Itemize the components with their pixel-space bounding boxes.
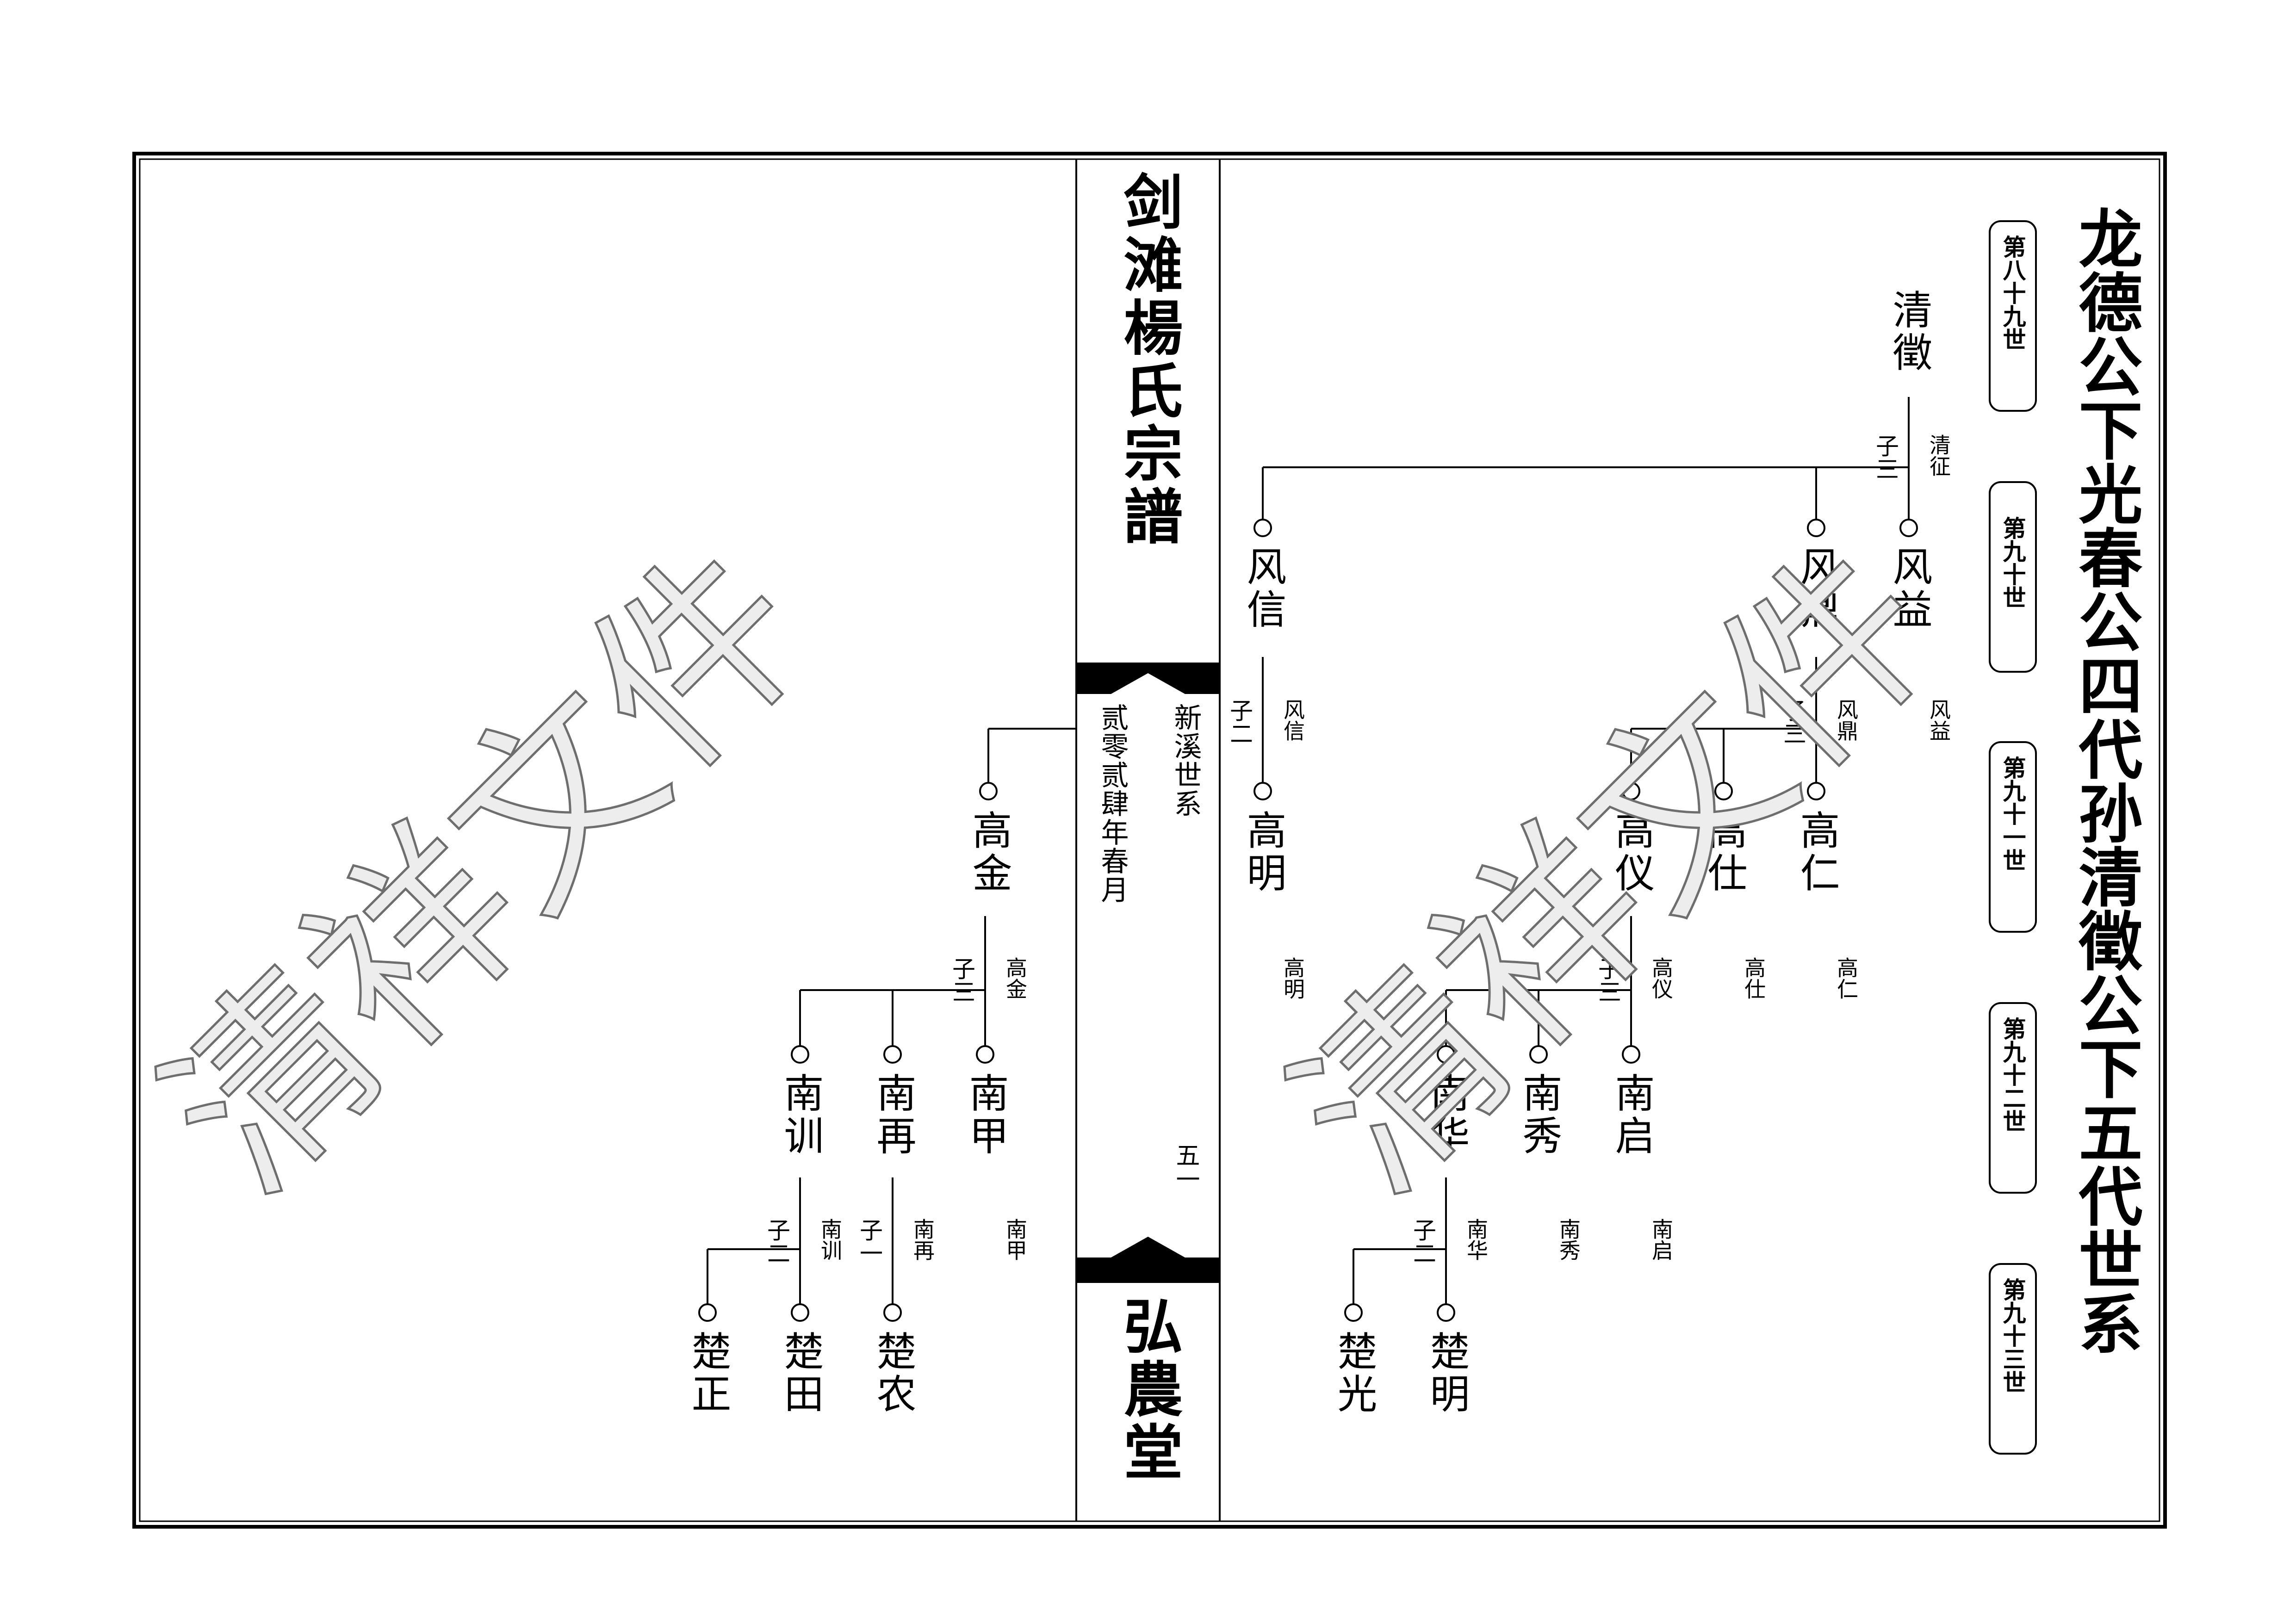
generation-label: 第八十九世: [1999, 235, 2027, 351]
hall-name: 弘農堂: [1113, 1295, 1183, 1484]
person-names: 清徵 风益 风鼎 风信 高仁 高仕 高仪 高明 高金 南启 南秀 南华 南甲 南…: [684, 289, 1932, 1416]
child-count: 子三: [949, 957, 975, 1003]
person-name: 楚正: [684, 1331, 731, 1416]
page-heading: 龙德公下光春公四代孙清徵公下五代世系: [2068, 206, 2143, 1355]
person-name: 楚光: [1330, 1331, 1377, 1416]
name-annotation: 风信: [1280, 699, 1305, 741]
person-name: 南华: [1423, 1072, 1469, 1158]
spine: [1075, 159, 1221, 1521]
name-annotation: 风鼎: [1834, 699, 1859, 741]
person-name: 楚田: [777, 1331, 823, 1416]
outer-border: [132, 152, 2167, 1529]
name-annotation: 高仁: [1834, 957, 1859, 999]
name-annotation: 南训: [818, 1218, 843, 1261]
person-name: 南启: [1608, 1072, 1654, 1158]
watermark-left: 清祥文件: [122, 506, 851, 1235]
inner-border: [139, 158, 2160, 1522]
child-count: 子三: [1872, 434, 1899, 480]
person-name: 南训: [777, 1072, 823, 1158]
book-title: 剑滩楊氏宗譜: [1113, 171, 1183, 549]
person-name: 楚明: [1423, 1331, 1469, 1416]
generation-label: 第九十二世: [1999, 1017, 2027, 1133]
tree-lines: [707, 397, 1910, 1305]
watermark-text: 清祥文件: [124, 508, 850, 1234]
name-annotations: 清征 风益 风鼎 风信 高仁 高仕 高仪 高明 高金 南启 南秀 南华 南甲 南…: [818, 434, 1951, 1261]
person-nodes: [698, 519, 1918, 1322]
person-name: 风信: [1240, 546, 1286, 631]
person-name: 风益: [1886, 546, 1932, 631]
child-count: 子二: [1409, 1218, 1436, 1264]
generation-label: 第九十三世: [1999, 1278, 2027, 1394]
name-annotation: 南启: [1649, 1218, 1674, 1261]
person-name: 高明: [1240, 810, 1286, 895]
branch-label: 新溪世系: [1169, 703, 1202, 818]
person-name: 高仁: [1793, 810, 1839, 895]
generation-label: 第九十一世: [1999, 756, 2027, 872]
child-count: 子三: [1595, 957, 1621, 1003]
child-count: 子三: [1780, 699, 1806, 745]
child-count: 子一: [856, 1218, 883, 1264]
person-name: 南秀: [1515, 1072, 1562, 1158]
name-annotation: 南甲: [1003, 1218, 1028, 1261]
person-name: 南再: [869, 1072, 916, 1158]
child-count: 子二: [1226, 699, 1253, 745]
name-annotation: 高金: [1003, 957, 1028, 999]
name-annotation: 南秀: [1556, 1218, 1581, 1261]
person-name: 风鼎: [1793, 546, 1839, 631]
fishtail-bottom: [1076, 1237, 1220, 1283]
fishtail-top: [1076, 663, 1220, 694]
page-number: 五一: [1172, 1143, 1199, 1191]
name-annotation: 南再: [910, 1218, 935, 1261]
child-count: 子二: [763, 1218, 790, 1264]
person-name: 高金: [965, 810, 1011, 895]
name-annotation: 高仪: [1649, 957, 1674, 999]
person-name: 楚农: [869, 1331, 916, 1416]
name-annotation: 南华: [1464, 1218, 1489, 1261]
person-name: 南甲: [962, 1072, 1008, 1158]
generation-labels: 第八十九世 第九十世 第九十一世 第九十二世 第九十三世: [1989, 220, 2037, 1455]
name-annotation: 清征: [1926, 434, 1951, 477]
person-name: 高仪: [1608, 810, 1654, 895]
name-annotation: 高明: [1280, 957, 1305, 999]
child-counts: 子三 子三 子二 子三 子三 子二 子一 子二: [763, 434, 1899, 1264]
name-annotation: 风益: [1926, 699, 1951, 741]
date-label: 贰零贰肆年春月: [1096, 703, 1129, 904]
generation-label: 第九十世: [1999, 516, 2027, 609]
name-annotation: 高仕: [1741, 957, 1766, 999]
person-name: 清徵: [1886, 289, 1932, 374]
person-name: 高仕: [1700, 810, 1747, 895]
